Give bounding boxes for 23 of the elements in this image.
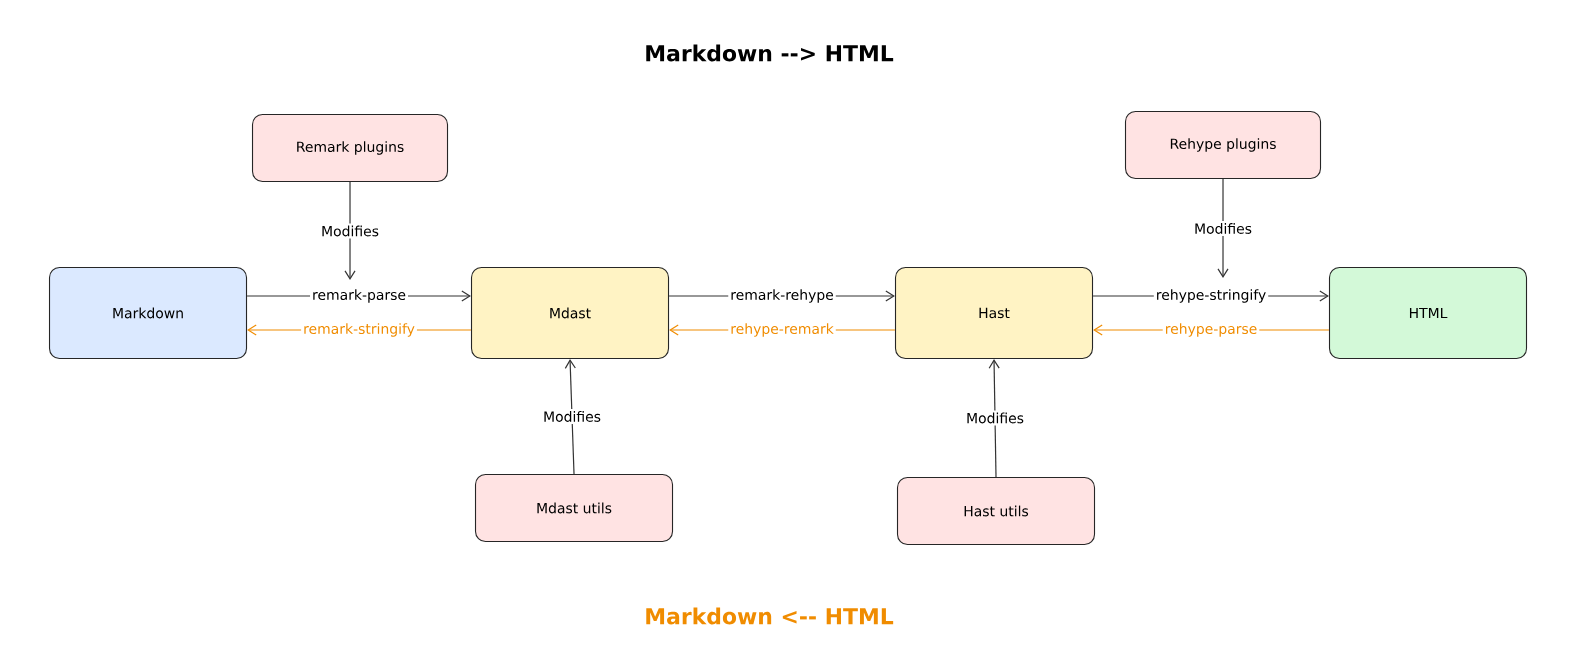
edge-label: Modifies (541, 409, 603, 424)
edge-label: remark-rehype (728, 287, 836, 305)
process-box: Markdown (48, 266, 248, 360)
edge-label: Modifies (964, 410, 1026, 426)
arrow (564, 359, 576, 475)
arrow (988, 359, 1000, 478)
edge-label: Modifies (1192, 221, 1254, 236)
process-box: Mdast (470, 266, 670, 360)
process-box: Rehype plugins (1124, 110, 1322, 180)
arrow (344, 181, 356, 280)
process-box: Mdast utils (474, 473, 674, 543)
title: Markdown --> HTML (646, 44, 894, 62)
edge-label: rehype-parse (1162, 321, 1260, 339)
subtitle: Markdown <-- HTML (646, 607, 894, 625)
process-box: Hast utils (896, 476, 1096, 546)
edge-label: Modifies (319, 223, 381, 239)
edge-label: rehype-stringify (1153, 287, 1269, 305)
edge-label: remark-parse (310, 287, 408, 305)
edge-label: rehype-remark (728, 321, 836, 339)
edge-label: remark-stringify (301, 321, 417, 339)
process-box: Hast (894, 266, 1094, 360)
process-box: Remark plugins (251, 113, 449, 183)
process-box: HTML (1328, 266, 1528, 360)
